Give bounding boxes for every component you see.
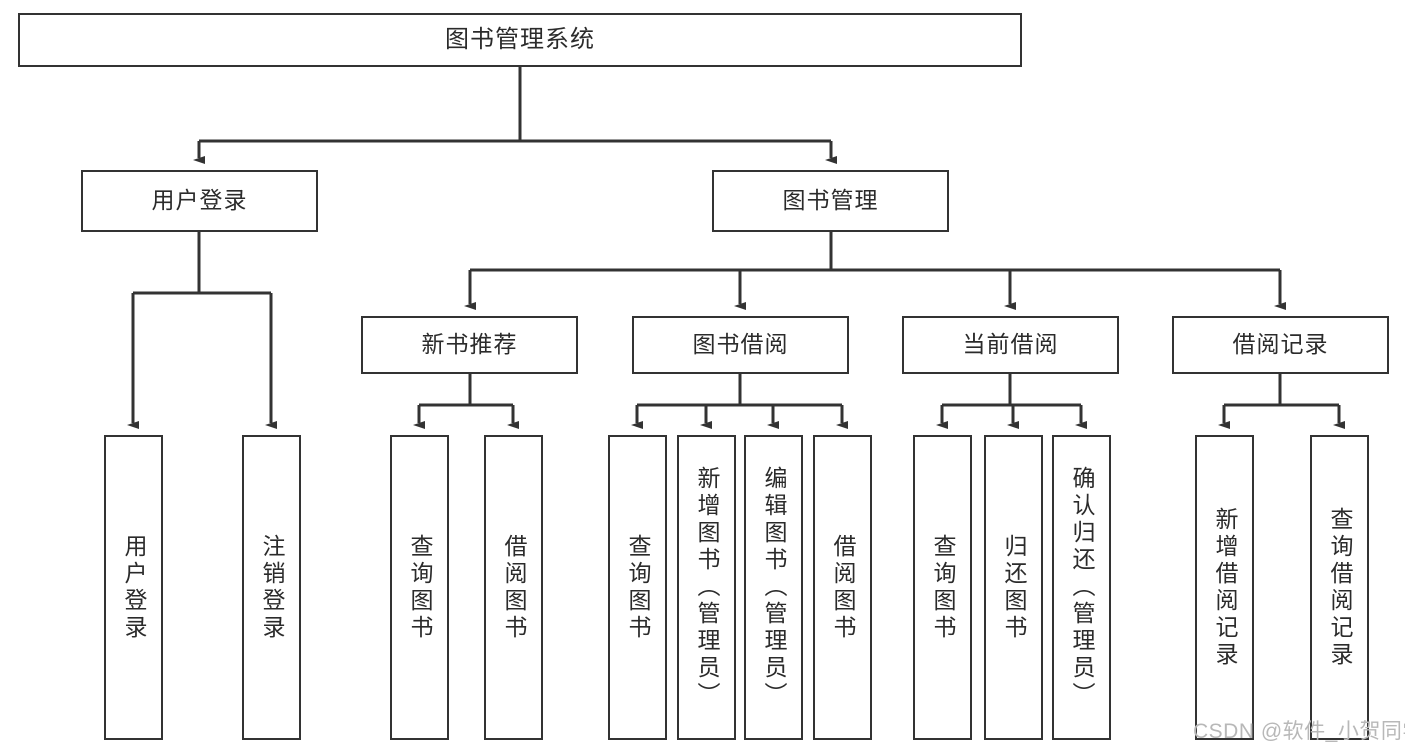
node-leaf-query-record-label: 查询借阅记录 [1327,506,1353,669]
node-leaf-query-record[interactable]: 查询借阅记录 [1310,435,1369,740]
node-leaf-add-book[interactable]: 新增图书（管理员） [677,435,736,740]
node-borrow-record-label: 借阅记录 [1232,331,1329,358]
node-leaf-query-book-2-label: 查询图书 [625,533,651,642]
node-leaf-user-login[interactable]: 用户登录 [104,435,163,740]
node-root-system[interactable]: 图书管理系统 [18,13,1022,67]
node-user-login[interactable]: 用户登录 [81,170,318,232]
node-leaf-query-book-2[interactable]: 查询图书 [608,435,667,740]
node-leaf-add-record[interactable]: 新增借阅记录 [1195,435,1254,740]
node-new-book-recommend[interactable]: 新书推荐 [361,316,578,374]
node-leaf-edit-book[interactable]: 编辑图书（管理员） [744,435,803,740]
node-root-label: 图书管理系统 [445,25,595,53]
node-borrow-record[interactable]: 借阅记录 [1172,316,1389,374]
node-leaf-query-book-3[interactable]: 查询图书 [913,435,972,740]
node-new-book-recommend-label: 新书推荐 [421,331,518,358]
node-leaf-user-logout-label: 注销登录 [259,533,285,642]
node-leaf-edit-book-label: 编辑图书（管理员） [761,466,787,709]
node-leaf-query-book-3-label: 查询图书 [930,533,956,642]
node-leaf-borrow-book-2[interactable]: 借阅图书 [813,435,872,740]
node-leaf-borrow-book-2-label: 借阅图书 [830,533,856,642]
node-user-login-label: 用户登录 [151,187,248,214]
node-leaf-borrow-book-1[interactable]: 借阅图书 [484,435,543,740]
node-leaf-add-record-label: 新增借阅记录 [1212,506,1238,669]
node-leaf-borrow-book-1-label: 借阅图书 [501,533,527,642]
node-leaf-user-login-label: 用户登录 [121,533,147,642]
node-leaf-confirm-return-label: 确认归还（管理员） [1069,466,1095,709]
node-leaf-user-logout[interactable]: 注销登录 [242,435,301,740]
node-leaf-query-book-1-label: 查询图书 [407,533,433,642]
node-leaf-confirm-return[interactable]: 确认归还（管理员） [1052,435,1111,740]
node-book-borrow-label: 图书借阅 [692,331,789,358]
node-current-borrow[interactable]: 当前借阅 [902,316,1119,374]
node-book-management[interactable]: 图书管理 [712,170,949,232]
node-leaf-query-book-1[interactable]: 查询图书 [390,435,449,740]
node-leaf-return-book-label: 归还图书 [1001,533,1027,642]
node-book-management-label: 图书管理 [782,187,879,214]
node-current-borrow-label: 当前借阅 [962,331,1059,358]
node-leaf-add-book-label: 新增图书（管理员） [694,466,720,709]
watermark-text: CSDN @软件_小贺同学 [1193,720,1405,743]
node-book-borrow[interactable]: 图书借阅 [632,316,849,374]
node-leaf-return-book[interactable]: 归还图书 [984,435,1043,740]
